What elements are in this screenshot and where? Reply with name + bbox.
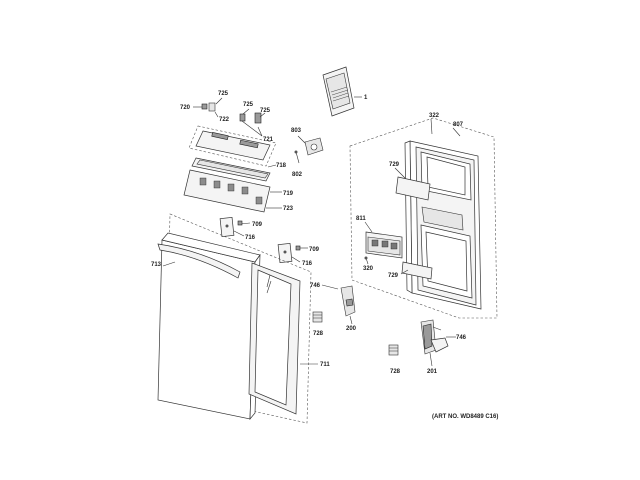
label-725-a: 725 bbox=[218, 91, 229, 97]
label-729-a: 729 bbox=[389, 162, 400, 168]
part-711-door-panel bbox=[157, 213, 312, 424]
label-728-b: 728 bbox=[390, 369, 401, 375]
label-719: 719 bbox=[283, 191, 294, 197]
label-716-a: 716 bbox=[245, 235, 256, 241]
label-811: 811 bbox=[356, 216, 366, 222]
label-322: 322 bbox=[429, 113, 440, 119]
label-728-a: 728 bbox=[313, 331, 324, 337]
label-320: 320 bbox=[363, 266, 374, 272]
part-labels: 1 720 725 722 725 725 721 803 802 718 71… bbox=[151, 91, 498, 420]
part-200-hinge bbox=[321, 284, 356, 325]
label-718: 718 bbox=[276, 163, 287, 169]
art-number: (ART NO. WD8489 C16) bbox=[432, 414, 498, 420]
label-709-a: 709 bbox=[252, 222, 263, 228]
label-803: 803 bbox=[291, 128, 302, 134]
part-803-switch bbox=[294, 135, 324, 164]
label-200: 200 bbox=[346, 326, 357, 332]
part-728-clip-left bbox=[312, 311, 323, 323]
part-811-control-module bbox=[364, 221, 403, 265]
part-201-hinge bbox=[420, 319, 456, 367]
label-711: 711 bbox=[320, 362, 330, 368]
label-720: 720 bbox=[180, 105, 191, 111]
label-201: 201 bbox=[427, 369, 438, 375]
label-722: 722 bbox=[219, 117, 230, 123]
label-746-a: 746 bbox=[310, 283, 321, 289]
part-728-clip-right bbox=[388, 344, 399, 356]
label-802: 802 bbox=[292, 172, 303, 178]
label-725-c: 725 bbox=[260, 108, 271, 114]
label-1: 1 bbox=[364, 95, 368, 101]
part-713-handle bbox=[157, 243, 241, 279]
part-729-label-lower bbox=[400, 261, 433, 280]
control-hardware-cluster bbox=[193, 97, 266, 137]
label-709-b: 709 bbox=[309, 247, 320, 253]
label-729-b: 729 bbox=[388, 273, 399, 279]
label-746-b: 746 bbox=[456, 335, 467, 341]
label-807: 807 bbox=[453, 122, 464, 128]
label-721: 721 bbox=[263, 137, 274, 143]
label-725-b: 725 bbox=[243, 102, 254, 108]
label-723: 723 bbox=[283, 206, 294, 212]
part-729-label-upper bbox=[394, 167, 431, 201]
bracket-716-lower bbox=[277, 243, 308, 263]
part-807-inner-door bbox=[349, 117, 498, 319]
label-716-b: 716 bbox=[302, 261, 313, 267]
bracket-716-upper bbox=[219, 217, 251, 237]
part-1-label-plate bbox=[322, 66, 362, 117]
label-713: 713 bbox=[151, 262, 162, 268]
control-panel-assembly bbox=[183, 125, 282, 213]
